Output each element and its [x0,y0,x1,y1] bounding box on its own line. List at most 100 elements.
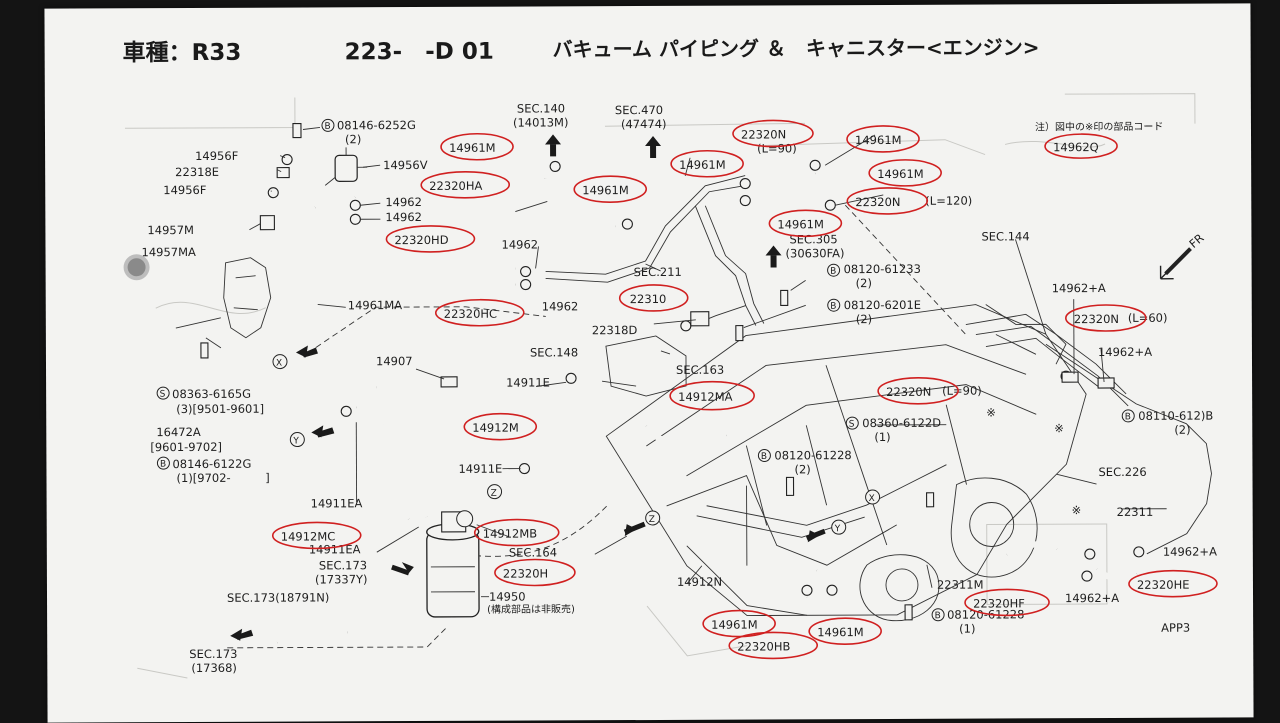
label-14962: 14962 [542,299,579,313]
label-08146-6122G: 08146-6122G [172,457,251,471]
label-14962: 14962 [385,210,422,224]
marker-z-2: Z [649,515,655,525]
circled-22320HA: 22320HA [429,179,482,193]
arrow-y-shaft [805,528,826,541]
label-17337Y: (17337Y) [315,572,368,586]
label-08363-6165G: 08363-6165G [172,387,251,401]
label-applicability: (1)[9702- ] [176,471,269,485]
marker-b-3: B [830,267,836,277]
arrow-z-shaft [623,521,646,535]
marker-z-1: Z [491,489,497,499]
label-08120-61233: 08120-61233 [844,262,921,276]
label-08120-61228: 08120-61228 [774,448,851,462]
label-length: (L=60) [1128,311,1168,325]
arrows [230,134,820,641]
marker-b-7: B [1125,412,1131,422]
label-14956V: 14956V [383,158,428,172]
label-22311M: 22311M [937,578,984,592]
circled-14961M-7: 14961M [711,618,758,632]
circled-22320N-4: 22320N [886,385,931,399]
label-sec-211: SEC.211 [634,265,682,279]
circled-14912MC: 14912MC [281,529,336,543]
label-not-sold-note: (構成部品は非販売) [487,602,575,615]
label-17368: (17368) [191,661,237,675]
vacuum-piping-diagram: 車種：R33 223- -D 01 バキューム パイピング ＆ キャニスター<エ… [123,35,1218,679]
marker-s-2: S [849,420,855,430]
page-code: APP3 [1161,621,1190,635]
label-14962-a: 14962+A [1065,591,1119,605]
model-label: 車種：R33 [123,40,242,67]
circled-14912M: 14912M [472,421,519,435]
marker-b-2: B [160,460,166,470]
engine-block [605,304,1087,622]
label-qty: (2) [345,132,361,146]
label-14911E: 14911E [458,462,502,476]
label-14962: 14962 [501,237,538,251]
label-14911EA: 14911EA [309,542,361,556]
label-30630FA: (30630FA) [785,246,844,260]
bracket-14957MA [175,257,272,349]
label-08120-6201E: 08120-6201E [844,298,921,312]
label-14962-a: 14962+A [1098,345,1152,359]
label-length: (L=90) [757,141,797,155]
label-14950: 14950 [489,590,526,604]
star-mark-2: ※ [1054,421,1064,435]
circled-14961M-5: 14961M [877,167,924,181]
label-16472A: 16472A [156,425,201,439]
label-applicability: (3)[9501-9601] [176,402,264,416]
marker-b-4: B [830,302,836,312]
marker-y-2: Y [834,524,841,534]
canister-14950 [426,510,480,618]
label-22318E: 22318E [175,165,219,179]
circled-14912MA: 14912MA [678,390,733,404]
page-title: バキューム パイピング ＆ キャニスター<エンジン> [553,35,1040,61]
metal-lines [227,175,1212,649]
circled-14961M-6: 14961M [777,217,824,231]
label-qty: (2) [794,462,810,476]
circled-14961M-1: 14961M [449,141,496,155]
marker-b-5: B [761,452,767,462]
front-direction-arrow [1159,247,1192,280]
circled-22320N-3: 22320N [1074,312,1119,326]
star-mark-1: ※ [986,405,996,419]
label-sec-164: SEC.164 [509,545,557,559]
marker-y-1: Y [292,437,299,447]
clamps [259,122,1145,596]
label-qty: (2) [1174,423,1190,437]
label-14957MA: 14957MA [141,245,196,259]
label-14911EA: 14911EA [311,496,363,510]
circled-22320HB: 22320HB [737,639,790,653]
label-14962: 14962 [385,195,422,209]
label-qty: (2) [856,276,872,290]
part-labels: 08146-6252G (2) 14956F 22318E 14956F 149… [141,101,1217,675]
valve-14956V [324,147,368,186]
circled-14961M-3: 14961M [679,158,726,172]
marker-x-1: X [276,359,282,369]
label-sec-173: SEC.173 [319,558,367,572]
label-14912N: 14912N [677,575,722,589]
label-08110-612B: 08110-612)B [1138,409,1213,423]
label-14957M: 14957M [147,223,194,237]
label-14907: 14907 [376,354,413,368]
arrow-canister-shaft [391,564,410,576]
label-22311: 22311 [1117,505,1154,519]
label-14013M: (14013M) [513,115,569,129]
label-47474: (47474) [621,117,667,131]
label-qty: (1) [874,430,890,444]
circled-22320HC: 22320HC [444,307,497,321]
label-22318D: 22318D [592,323,638,337]
circled-22310: 22310 [630,292,667,306]
label-14962-a: 14962+A [1052,281,1106,295]
label-sec-226: SEC.226 [1098,465,1146,479]
label-sec-140: SEC.140 [517,101,565,115]
label-08360-6122D: 08360-6122D [862,416,941,430]
hoses [276,170,1140,646]
star-mark-3: ※ [1072,503,1082,517]
marker-b-1: B [324,122,330,132]
label-qty: (2) [856,312,872,326]
label-14961MA: 14961MA [348,298,403,312]
catalog-sheet: 車種：R33 223- -D 01 バキューム パイピング ＆ キャニスター<エ… [44,3,1254,723]
circled-14912MB: 14912MB [483,526,538,540]
marker-b-6: B [935,611,941,621]
label-applicability: [9601-9702] [150,440,222,454]
